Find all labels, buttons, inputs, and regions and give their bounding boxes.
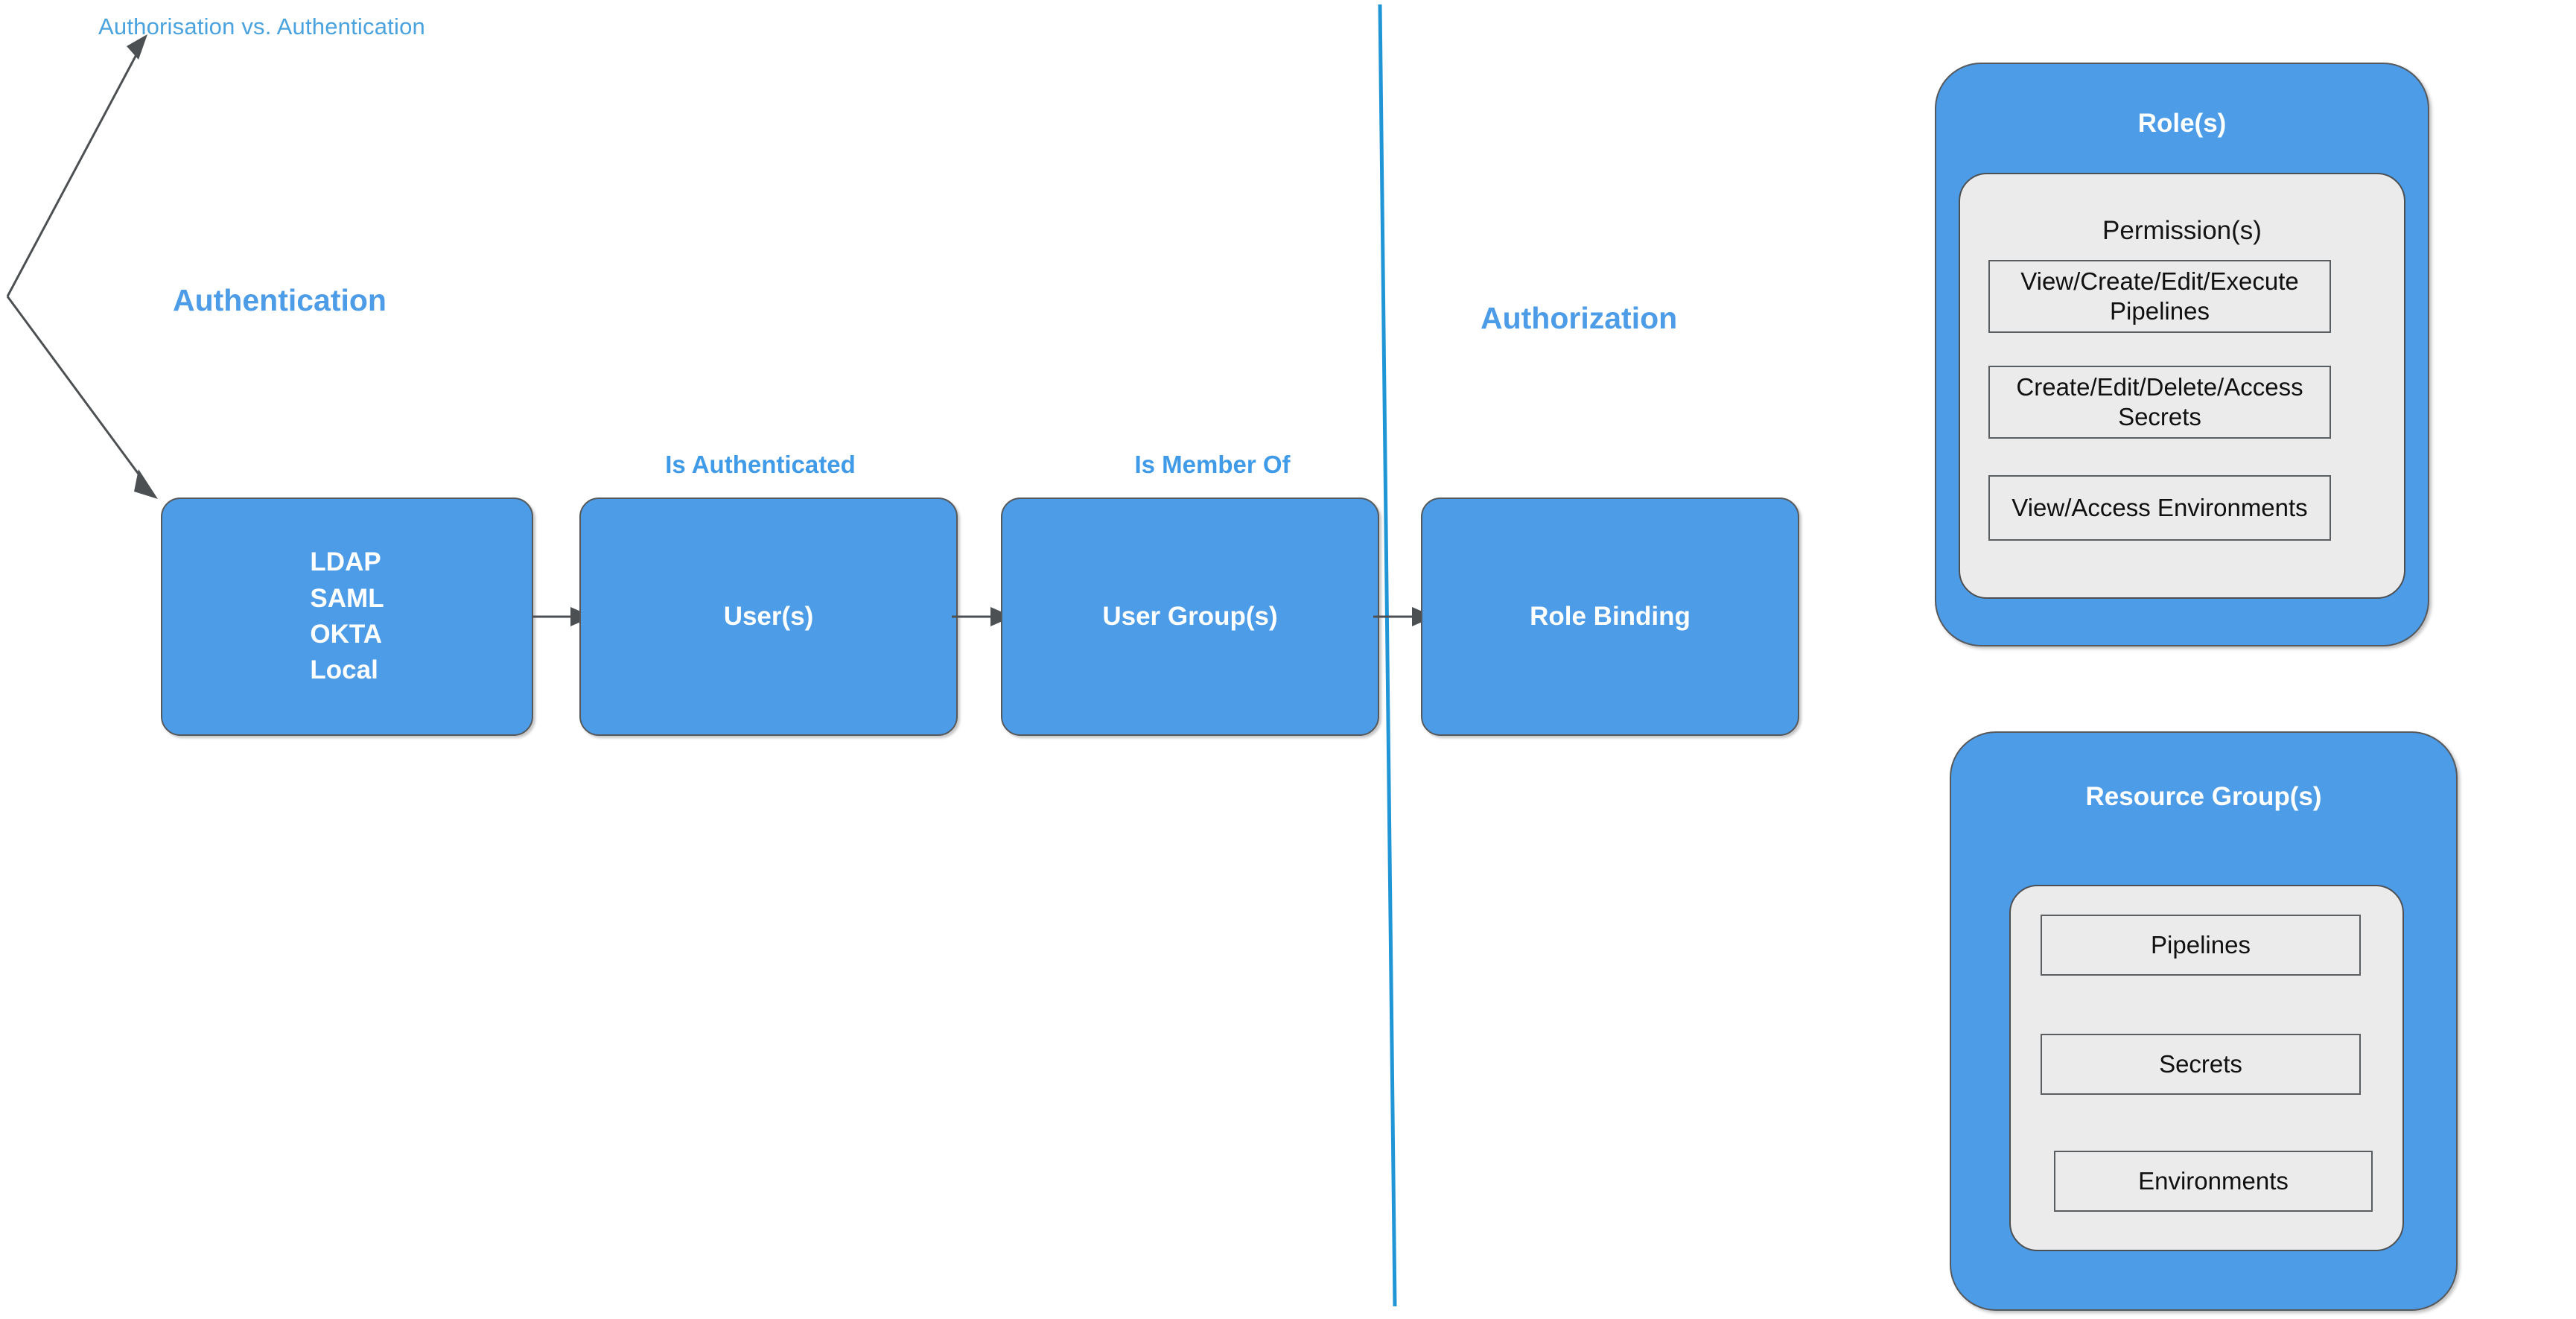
flow-box-user-groups[interactable]: User Group(s) xyxy=(1001,498,1379,736)
section-heading-authentication: Authentication xyxy=(173,283,387,317)
permission-item[interactable]: View/Access Environments xyxy=(1988,475,2331,541)
identity-provider-saml: SAML xyxy=(310,583,384,613)
resource-item[interactable]: Secrets xyxy=(2041,1034,2361,1095)
edge-label-is-authenticated: Is Authenticated xyxy=(665,451,856,478)
identity-provider-list: LDAP SAML OKTA Local xyxy=(310,544,384,688)
identity-provider-local: Local xyxy=(310,655,378,685)
panel-resource-groups-title: Resource Group(s) xyxy=(2085,782,2322,811)
identity-provider-okta: OKTA xyxy=(310,620,382,649)
flow-box-users[interactable]: User(s) xyxy=(579,498,958,736)
permission-item[interactable]: View/Create/Edit/Execute Pipelines xyxy=(1988,260,2331,333)
page-title: Authorisation vs. Authentication xyxy=(98,13,425,39)
permission-item[interactable]: Create/Edit/Delete/Access Secrets xyxy=(1988,366,2331,439)
panel-permissions-title: Permission(s) xyxy=(2102,216,2262,245)
flow-box-role-binding[interactable]: Role Binding xyxy=(1421,498,1799,736)
edge-label-is-member-of: Is Member Of xyxy=(1134,451,1291,478)
identity-provider-ldap: LDAP xyxy=(310,547,381,577)
flow-box-users-label: User(s) xyxy=(723,601,814,631)
resource-item[interactable]: Pipelines xyxy=(2041,915,2361,976)
arrows-role-binding-branches xyxy=(6,34,158,499)
section-heading-authorization: Authorization xyxy=(1481,301,1678,335)
flow-box-user-groups-label: User Group(s) xyxy=(1102,601,1278,631)
flow-box-role-binding-label: Role Binding xyxy=(1530,601,1691,631)
flow-box-identity-providers[interactable]: LDAP SAML OKTA Local xyxy=(161,498,533,736)
panel-roles-title: Role(s) xyxy=(2137,109,2227,138)
resource-item[interactable]: Environments xyxy=(2054,1151,2373,1212)
